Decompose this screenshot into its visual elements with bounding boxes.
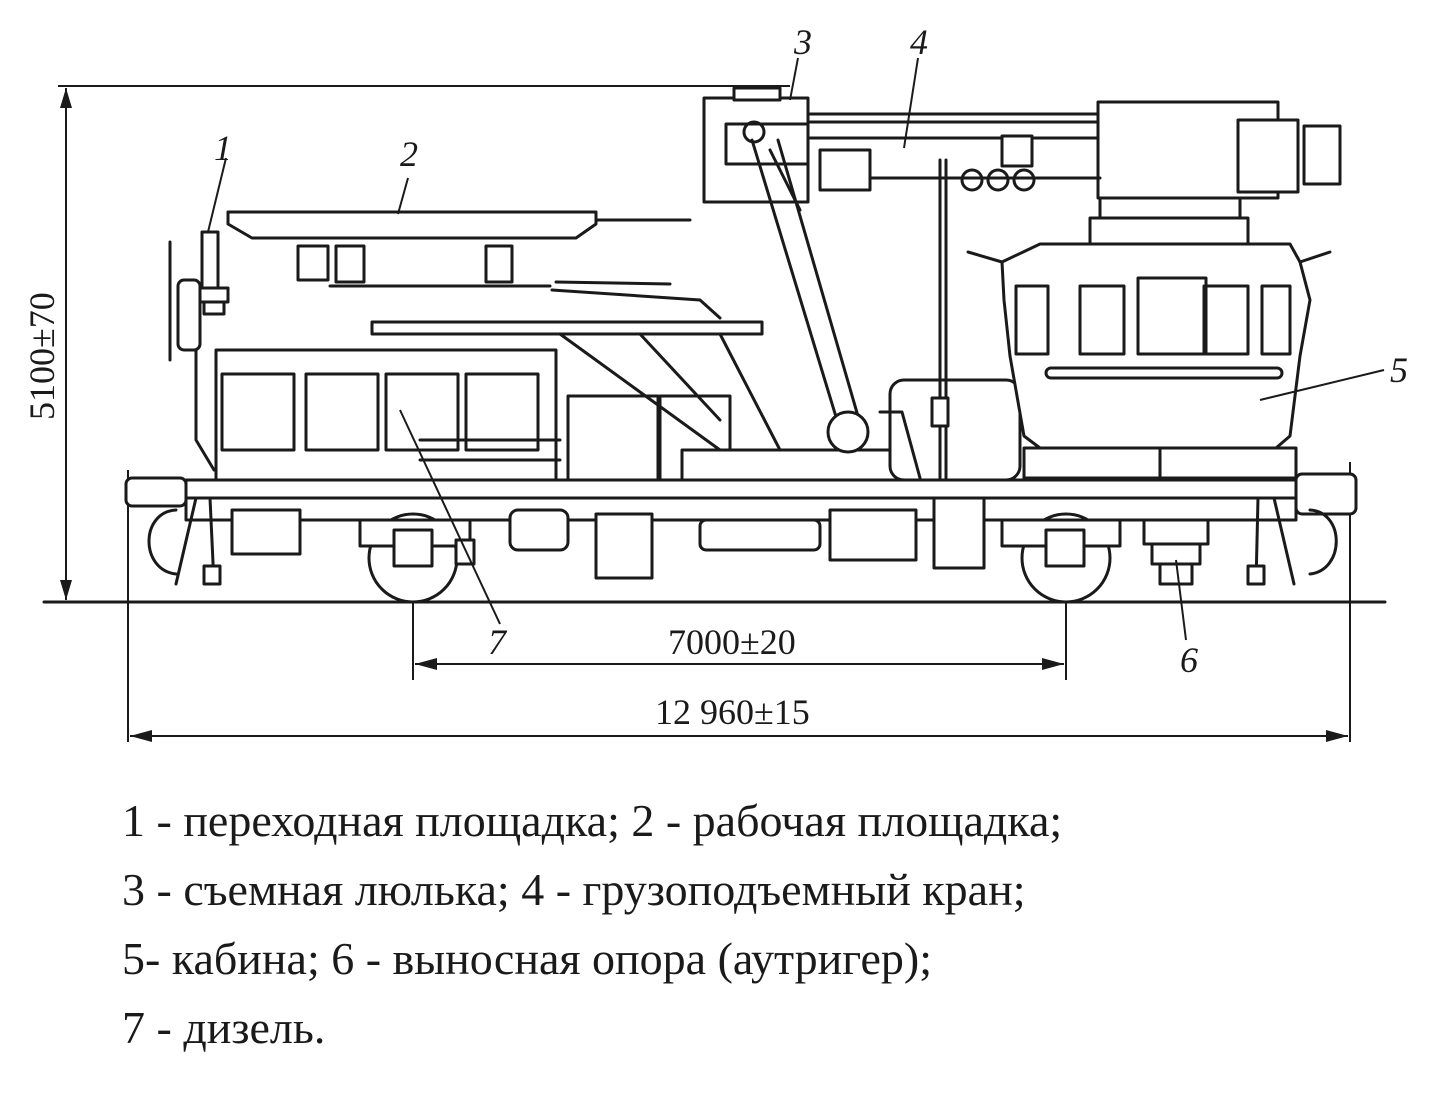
lower-platform (370, 320, 782, 452)
left-body (214, 348, 904, 482)
legend-line-2: 3 - съемная люлька; 4 - грузоподъемный к… (122, 864, 1026, 915)
legend-line-1: 1 - переходная площадка; 2 - рабочая пло… (122, 795, 1063, 846)
base-dimension-label: 7000±20 (668, 622, 796, 662)
underframe-equipment (508, 496, 986, 580)
callout-3: 3 (793, 22, 812, 62)
height-dimension-label: 5100±70 (22, 292, 62, 420)
cabin (966, 242, 1332, 480)
height-dimension (58, 85, 790, 600)
callout-7: 7 (488, 622, 508, 662)
engine-box (878, 378, 1022, 482)
legend-line-3: 5- кабина; 6 - выносная опора (аутригер)… (122, 933, 933, 984)
railcar-diagram: 5100±70 7000±20 12 960±15 (22, 22, 1408, 742)
length-dimension-label: 12 960±15 (655, 692, 810, 732)
base-dimension (412, 560, 1067, 680)
legend-line-4: 7 - дизель. (122, 1002, 326, 1053)
left-bogie (358, 512, 476, 604)
removable-cradle (702, 86, 870, 454)
transfer-platform (168, 230, 230, 472)
length-dimension (127, 462, 1351, 742)
left-end-gear (147, 496, 302, 586)
callout-2: 2 (400, 134, 418, 174)
callout-5: 5 (1390, 350, 1408, 390)
right-end-gear (1246, 496, 1338, 586)
leader-lines (207, 57, 1385, 641)
outrigger (1142, 518, 1210, 586)
callout-6: 6 (1180, 640, 1198, 680)
frame (124, 472, 1358, 522)
legend: 1 - переходная площадка; 2 - рабочая пло… (122, 786, 1422, 1062)
right-bogie (1000, 512, 1122, 604)
callout-4: 4 (910, 22, 928, 62)
working-platform (226, 210, 722, 320)
callout-1: 1 (214, 128, 232, 168)
